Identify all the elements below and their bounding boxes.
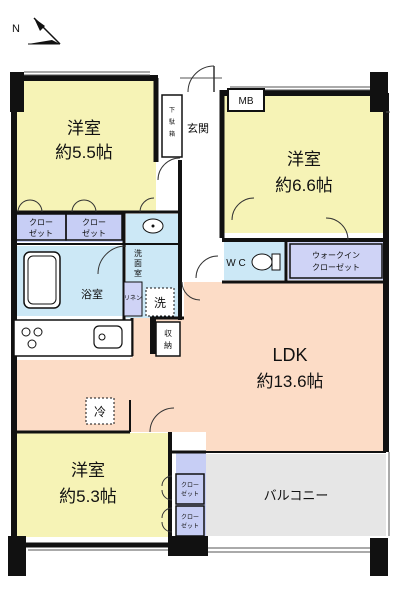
ldk-area: 約13.6帖: [256, 372, 323, 391]
closet-3a-label-1: クロー: [181, 482, 199, 489]
closet-door-swings-1: [17, 197, 155, 213]
walk-in-closet-fill: [288, 242, 384, 280]
fridge-label: 冷: [94, 405, 106, 419]
western-room-2: [222, 93, 386, 233]
storage-label-1: 収: [164, 328, 172, 338]
closet-1b: [65, 213, 123, 241]
bath-label: 浴室: [81, 287, 103, 301]
washer-label: 洗: [154, 296, 166, 310]
closet-1b-label-2: ゼット: [82, 228, 106, 238]
bathtub-icon: [23, 251, 61, 309]
balcony-label: バルコニー: [264, 488, 329, 503]
ldk-name: LDK: [272, 345, 307, 365]
wc-label: W C: [226, 258, 245, 269]
meter-box: [227, 88, 265, 112]
closet-3b-label-2: ゼット: [181, 522, 199, 530]
closet-3a-label-2: ゼット: [181, 490, 199, 498]
closet-3b-label-1: クロー: [181, 514, 199, 521]
closets-fill-1: [14, 214, 124, 242]
structural-columns: [8, 72, 388, 576]
western-room-1-name: 洋室: [67, 119, 101, 138]
shoe-box: [161, 94, 183, 158]
shoe-box-label-2: 駄: [169, 118, 175, 126]
wic-label-2: クローゼット: [312, 262, 360, 272]
western-room-2-name: 洋室: [287, 150, 321, 169]
closet-1a-label-1: クロー: [29, 218, 53, 227]
western-room-2-area: 約6.6帖: [275, 176, 333, 195]
washroom-label-1: 洗: [134, 248, 142, 258]
storage-cupboard: [155, 321, 181, 357]
shoe-box-label-3: 箱: [169, 130, 175, 138]
entrance-label: 玄関: [187, 121, 209, 135]
closets-fill-3: [176, 452, 206, 536]
western-room-1: [14, 78, 156, 213]
western-room-1-area: 約5.5帖: [55, 143, 113, 162]
closet-1b-label-1: クロー: [82, 218, 106, 227]
western-room-3: [14, 433, 172, 537]
closet-3a: [175, 473, 205, 505]
linen-label: リネン: [124, 295, 142, 302]
compass-north-label: N: [12, 23, 20, 35]
storage-label-2: 納: [164, 340, 172, 350]
closet-3b: [175, 505, 205, 537]
toilet-icon: [251, 253, 273, 271]
kitchen-sink-icon: [93, 325, 123, 349]
door-swings: [149, 157, 349, 433]
shoe-box-label-1: 下: [169, 107, 175, 114]
fridge-space: [85, 397, 115, 425]
entrance-door-swing-icon: [187, 65, 215, 93]
western-room-3-area: 約5.3帖: [59, 487, 117, 506]
mb-label: MB: [239, 96, 254, 107]
north-compass-icon: N: [12, 17, 61, 45]
balcony-area: [206, 454, 386, 536]
wic-label-1: ウォークイン: [312, 251, 360, 260]
closet-1a-label-2: ゼット: [29, 228, 53, 238]
washroom-label-2: 面: [134, 259, 142, 268]
bath-door-swing-icon: [97, 245, 127, 275]
stove-icon: [21, 327, 43, 349]
washroom-label-3: 室: [134, 268, 142, 278]
walk-in-closet: [289, 243, 383, 279]
linen-cupboard: [123, 281, 143, 317]
western-room-3-name: 洋室: [71, 461, 105, 480]
washer-space: [145, 287, 175, 317]
closet-door-swings-3: [161, 475, 173, 533]
windows: [24, 71, 390, 553]
